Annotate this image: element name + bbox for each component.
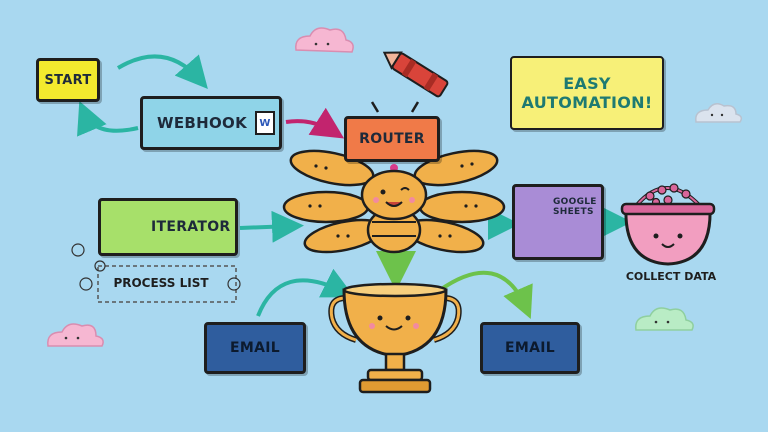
process-list-label: PROCESS LIST <box>113 276 209 290</box>
easy-automation-line1: EASY <box>563 74 611 93</box>
router-label: ROUTER <box>359 131 425 147</box>
router-node[interactable]: ROUTER <box>344 116 440 162</box>
start-label: START <box>44 72 92 88</box>
email-left-node[interactable]: EMAIL <box>204 322 306 374</box>
email-right-node[interactable]: EMAIL <box>480 322 580 374</box>
cloud-icon <box>695 103 743 123</box>
webhook-node[interactable]: WEBHOOK W <box>140 96 282 150</box>
word-document-icon: W <box>255 111 276 135</box>
arrow-webhook-to-router <box>285 107 345 139</box>
trophy-icon <box>328 282 462 394</box>
cloud-icon <box>47 323 104 347</box>
cloud-icon <box>295 27 354 53</box>
arrow-start-to-webhook <box>116 54 208 90</box>
collect-data-label: COLLECT DATA <box>625 270 717 283</box>
easy-automation-line2: AUTOMATION! <box>521 93 653 112</box>
webhook-label: WEBHOOK <box>157 114 248 132</box>
google-sheets-label-line2: SHEETS <box>553 207 594 217</box>
crayon-icon <box>382 51 449 98</box>
email-left-label: EMAIL <box>230 340 280 356</box>
arrow-trophy-to-email <box>438 270 533 320</box>
octopus-mascot-icon <box>282 101 506 254</box>
process-list-decor <box>71 243 241 291</box>
email-right-label: EMAIL <box>505 340 555 356</box>
iterator-node[interactable]: ITERATOR <box>98 198 238 256</box>
google-sheets-label-line1: GOOGLE <box>553 197 597 207</box>
arrow-webhook-to-start <box>77 100 139 137</box>
iterator-label: ITERATOR <box>151 219 231 235</box>
arrow-iterator-to-router <box>239 210 304 243</box>
arrow-email-to-trophy <box>256 268 355 317</box>
easy-automation-note: EASY AUTOMATION! <box>510 56 664 130</box>
basket-icon <box>620 183 716 266</box>
start-node[interactable]: START <box>36 58 100 102</box>
process-list-box <box>97 265 237 303</box>
google-sheets-node[interactable]: GOOGLE SHEETS <box>512 184 604 260</box>
cloud-icon <box>635 307 694 331</box>
